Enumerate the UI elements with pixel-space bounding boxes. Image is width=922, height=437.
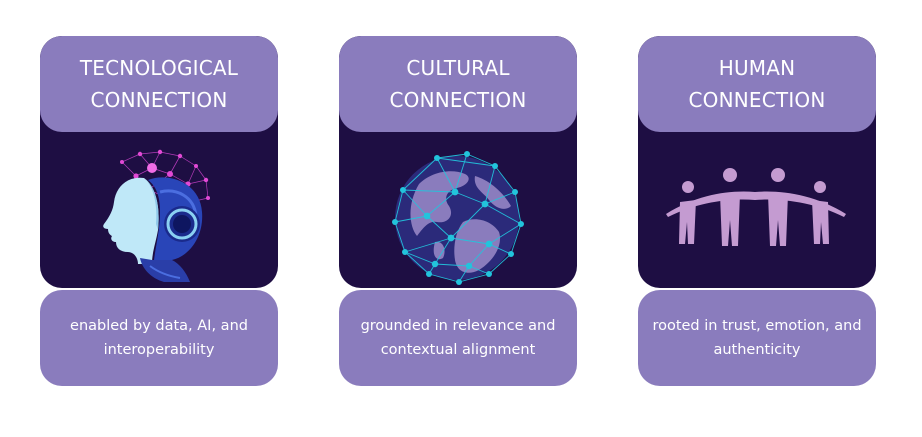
card-title-line1: TECNOLOGICAL <box>79 56 239 80</box>
card-title: CULTURAL CONNECTION <box>339 36 577 132</box>
card-title-line1: HUMAN <box>718 56 796 80</box>
network-globe-icon <box>392 151 524 285</box>
card-title-line1: CULTURAL <box>406 56 510 80</box>
desc-line2: authenticity <box>713 342 801 358</box>
human-connection-card: HUMAN CONNECTION <box>638 36 876 288</box>
desc-line1: grounded in relevance and <box>360 318 556 334</box>
cultural-connection-card: CULTURAL CONNECTION <box>339 36 577 288</box>
desc-line2: contextual alignment <box>380 342 536 358</box>
technological-connection-card: TECNOLOGICAL CONNECTION <box>40 36 278 288</box>
desc-line1: enabled by data, AI, and <box>70 318 248 334</box>
card-title-line2: CONNECTION <box>90 88 228 112</box>
card-title: HUMAN CONNECTION <box>638 36 876 132</box>
technological-description: enabled by data, AI, and interoperabilit… <box>40 290 278 386</box>
card-title-line2: CONNECTION <box>389 88 527 112</box>
ai-head-icon <box>103 149 210 282</box>
people-group-icon <box>666 168 846 246</box>
desc-line2: interoperability <box>103 342 215 358</box>
card-title: TECNOLOGICAL CONNECTION <box>40 36 278 132</box>
desc-line1: rooted in trust, emotion, and <box>652 318 862 334</box>
human-description: rooted in trust, emotion, and authentici… <box>638 290 876 386</box>
cultural-description: grounded in relevance and contextual ali… <box>339 290 577 386</box>
card-title-line2: CONNECTION <box>688 88 826 112</box>
